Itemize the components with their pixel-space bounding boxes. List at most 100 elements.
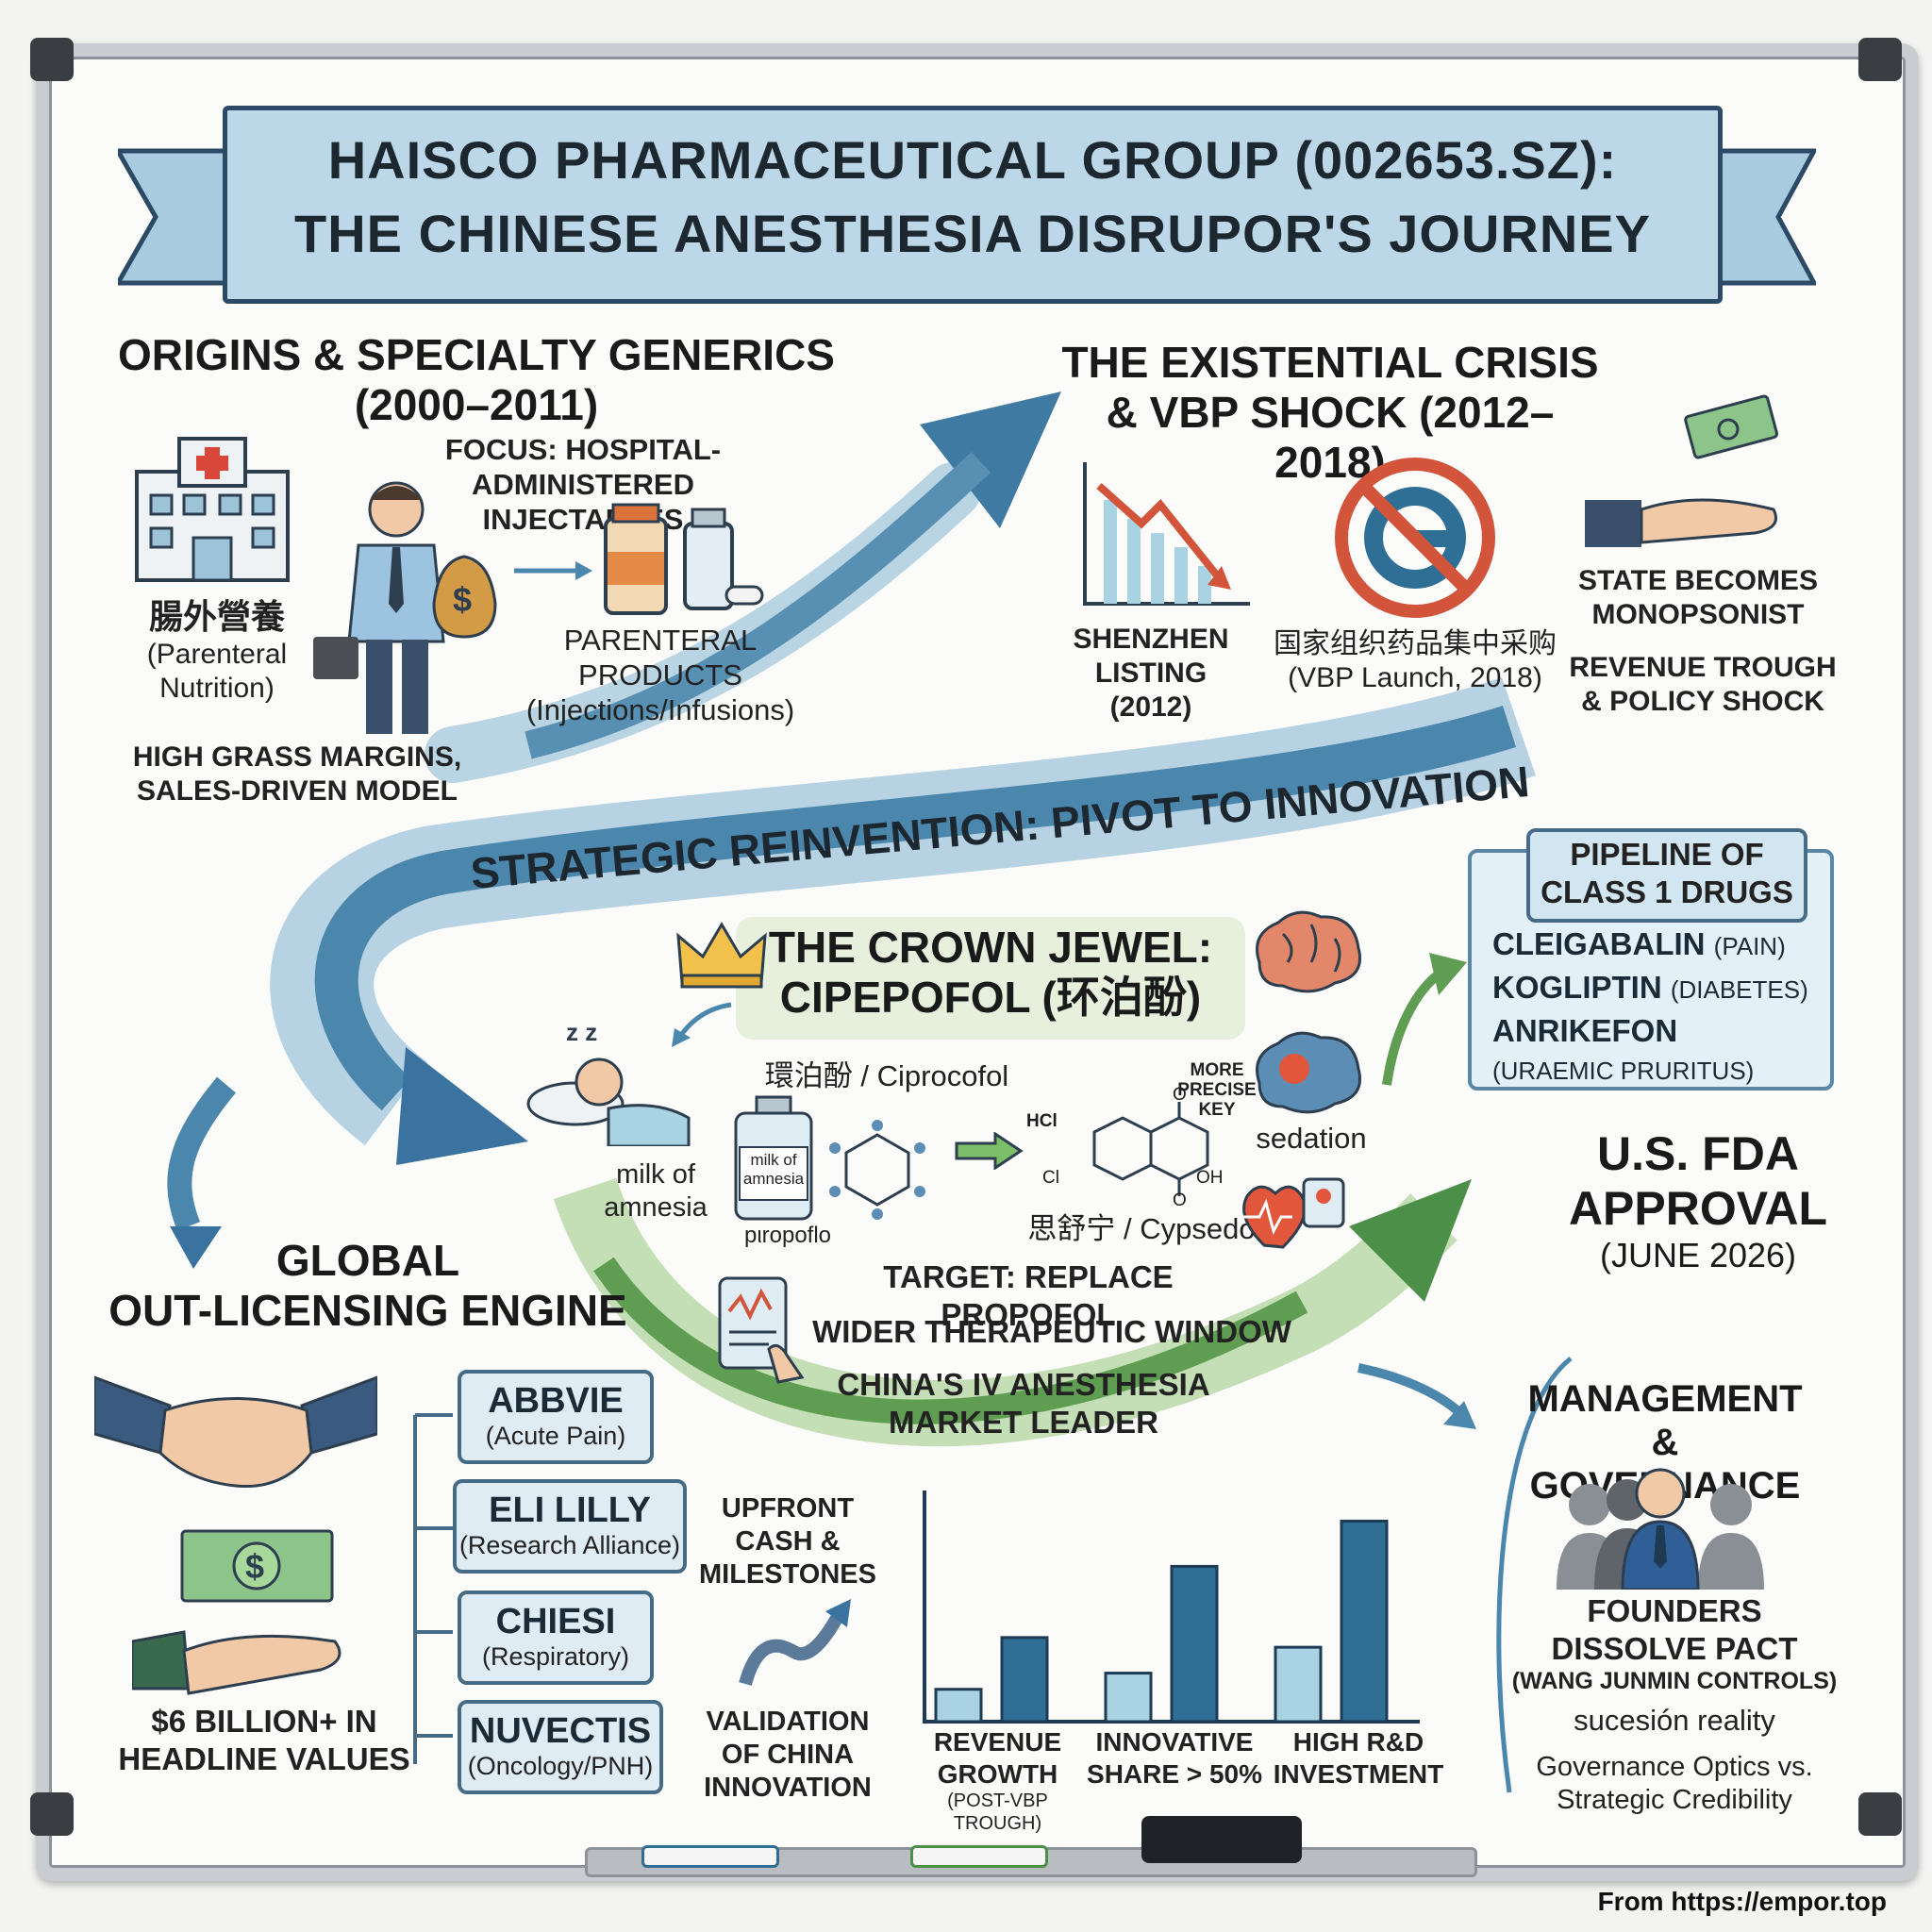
licensing-heading: GLOBAL OUT-LICENSING ENGINE — [104, 1236, 632, 1336]
brand-name: 思舒宁 / Cypsedo — [1027, 1212, 1256, 1245]
origins-margins: HIGH GRASS MARGINS, SALES-DRIVEN MODEL — [123, 741, 472, 808]
chart-bar — [1340, 1519, 1389, 1724]
revenue-trough: REVENUE TROUGH & POLICY SHOCK — [1561, 651, 1844, 719]
pipeline-item-name: KOGLIPTIN — [1492, 970, 1662, 1006]
origins-heading-line1: ORIGINS & SPECIALTY GENERICS — [118, 330, 835, 379]
origins-heading-line2: (2000–2011) — [354, 379, 599, 429]
cipepofol-alt-name: 環泊酚 / Ciprocofol — [764, 1059, 1009, 1092]
title-banner: HAISCO PHARMACEUTICAL GROUP (002653.SZ):… — [223, 106, 1723, 304]
optics-line2: Strategic Credibility — [1557, 1784, 1792, 1815]
ribbon-tail-left — [118, 148, 234, 286]
parenteral-products: PARENTERAL PRODUCTS (Injections/Infusion… — [486, 623, 835, 728]
fda-line2: APPROVAL — [1568, 1181, 1828, 1235]
arrow-to-patient — [672, 1002, 732, 1047]
svg-text:$: $ — [453, 580, 472, 619]
partner-area: (Oncology/PNH) — [467, 1752, 654, 1780]
licensing-heading-line1: GLOBAL — [275, 1236, 460, 1285]
growth-arrow-icon — [739, 1599, 851, 1686]
state-line2: MONOPSONIST — [1591, 599, 1805, 630]
chem-hcl: HCl — [1026, 1111, 1058, 1131]
upfront-line3: MILESTONES — [699, 1558, 876, 1590]
frame-corner-br — [1858, 1792, 1902, 1836]
margins-line2: SALES-DRIVEN MODEL — [136, 775, 458, 807]
chart-category-sublabel: (POST-VBP TROUGH) — [947, 1790, 1048, 1835]
milk-of-amnesia-label: milk of amnesia — [594, 1158, 717, 1224]
pact-line1: FOUNDERS — [1587, 1593, 1762, 1628]
svg-text:z z: z z — [566, 1018, 597, 1046]
chem-o-top: O — [1173, 1085, 1187, 1105]
chem-cl: Cl — [1042, 1168, 1059, 1188]
green-marker[interactable] — [910, 1845, 1048, 1868]
milk-line1: milk of — [616, 1159, 695, 1190]
brain-scan-icon — [1256, 1031, 1361, 1114]
brain-icon — [1256, 910, 1361, 993]
growth-bar-chart — [923, 1491, 1420, 1724]
pipeline-item-note: (URAEMIC PRURITUS) — [1492, 1056, 1755, 1085]
pipeline-item: KOGLIPTIN (DIABETES) — [1492, 966, 1823, 1009]
listing-line2: LISTING — [1094, 658, 1208, 689]
vial-label: milk of amnesia — [738, 1151, 809, 1188]
crown-title-line1: THE CROWN JEWEL: — [768, 923, 1213, 972]
crown-jewel-title: THE CROWN JEWEL: CIPEPOFOL (环泊酚) — [736, 923, 1245, 1023]
more-precise-line1: MORE — [1190, 1060, 1244, 1080]
vial-icon — [734, 1095, 813, 1221]
salesman-icon: $ — [313, 481, 497, 734]
eraser[interactable] — [1141, 1816, 1302, 1863]
chart-axes — [923, 1491, 1420, 1724]
chart-category-rnd: HIGH R&D INVESTMENT — [1264, 1726, 1453, 1790]
vials-icon — [604, 503, 764, 615]
dollar-bill-icon: $ — [180, 1529, 334, 1603]
partner-card: ELI LILLY (Research Alliance) — [453, 1479, 687, 1574]
chart-category-label: SHARE > 50% — [1087, 1758, 1262, 1789]
headline-line1: $6 BILLION+ IN — [151, 1704, 377, 1739]
margins-line1: HIGH GRASS MARGINS, — [132, 741, 462, 773]
chart-category-label: INNOVATIVE — [1095, 1727, 1254, 1757]
pipeline-item-name: ANRIKEFON — [1492, 1013, 1678, 1049]
handshake-icon — [94, 1375, 377, 1489]
partner-name: NUVECTIS — [469, 1711, 652, 1751]
pn-line1: (Parenteral — [146, 639, 288, 670]
pipeline-header-line1: PIPELINE OF — [1570, 837, 1764, 872]
leader-line2: MARKET LEADER — [889, 1404, 1158, 1440]
chart-category-revenue: REVENUE GROWTH (POST-VBP TROUGH) — [910, 1726, 1085, 1835]
validation-line3: INNOVATION — [704, 1772, 872, 1803]
trough-line1: REVENUE TROUGH — [1569, 652, 1837, 683]
pipeline-list: CLEIGABALIN (PAIN) KOGLIPTIN (DIABETES) … — [1492, 923, 1823, 1088]
partner-area: (Research Alliance) — [458, 1531, 681, 1559]
partner-area: (Acute Pain) — [485, 1422, 626, 1450]
chart-category-label: REVENUE — [933, 1727, 1062, 1757]
more-precise-key: MORE PRECISE KEY — [1170, 1060, 1264, 1121]
sleeping-patient-icon: z z — [526, 1018, 691, 1146]
state-monopsonist: STATE BECOMES MONOPSONIST — [1571, 564, 1825, 632]
partner-name: ABBVIE — [488, 1381, 624, 1421]
pipeline-header-line2: CLASS 1 DRUGS — [1541, 874, 1793, 909]
headline-line2: HEADLINE VALUES — [118, 1740, 410, 1776]
tablet-chart-icon — [718, 1276, 805, 1384]
vbp-en: (VBP Launch, 2018) — [1288, 662, 1542, 693]
pact-line2: DISSOLVE PACT — [1551, 1630, 1798, 1666]
governance-optics: Governance Optics vs. Strategic Credibil… — [1509, 1751, 1840, 1817]
crown-icon — [676, 922, 767, 989]
fda-line3: (JUNE 2026) — [1599, 1236, 1797, 1274]
parenteral-nutrition-cn: 腸外營養 — [148, 597, 285, 636]
state-line1: STATE BECOMES — [1578, 565, 1818, 596]
chart-category-label: INVESTMENT — [1273, 1758, 1444, 1789]
pn-line2: Nutrition) — [159, 673, 275, 704]
prohibited-g-icon — [1335, 458, 1495, 618]
focus-line1: FOCUS: HOSPITAL-ADMINISTERED — [444, 433, 722, 502]
pipeline-header: PIPELINE OF CLASS 1 DRUGS — [1526, 828, 1807, 923]
partner-name: ELI LILLY — [489, 1491, 651, 1530]
fda-line1: U.S. FDA — [1597, 1127, 1799, 1180]
blue-marker[interactable] — [641, 1845, 779, 1868]
trough-line2: & POLICY SHOCK — [1581, 686, 1824, 717]
molecule-icon — [829, 1120, 925, 1220]
partner-name: CHIESI — [495, 1602, 616, 1641]
source-credit: From https://empor.top — [1597, 1887, 1887, 1916]
heart-monitor-icon — [1242, 1177, 1345, 1249]
management-heading: MANAGEMENT & GOVERNANCE — [1514, 1377, 1816, 1507]
chart-category-label: GROWTH — [937, 1758, 1058, 1789]
target-replace-propofol: TARGET: REPLACE PROPOFOL — [883, 1259, 1174, 1332]
people-group-icon — [1557, 1468, 1764, 1590]
svg-text:$: $ — [245, 1547, 264, 1586]
